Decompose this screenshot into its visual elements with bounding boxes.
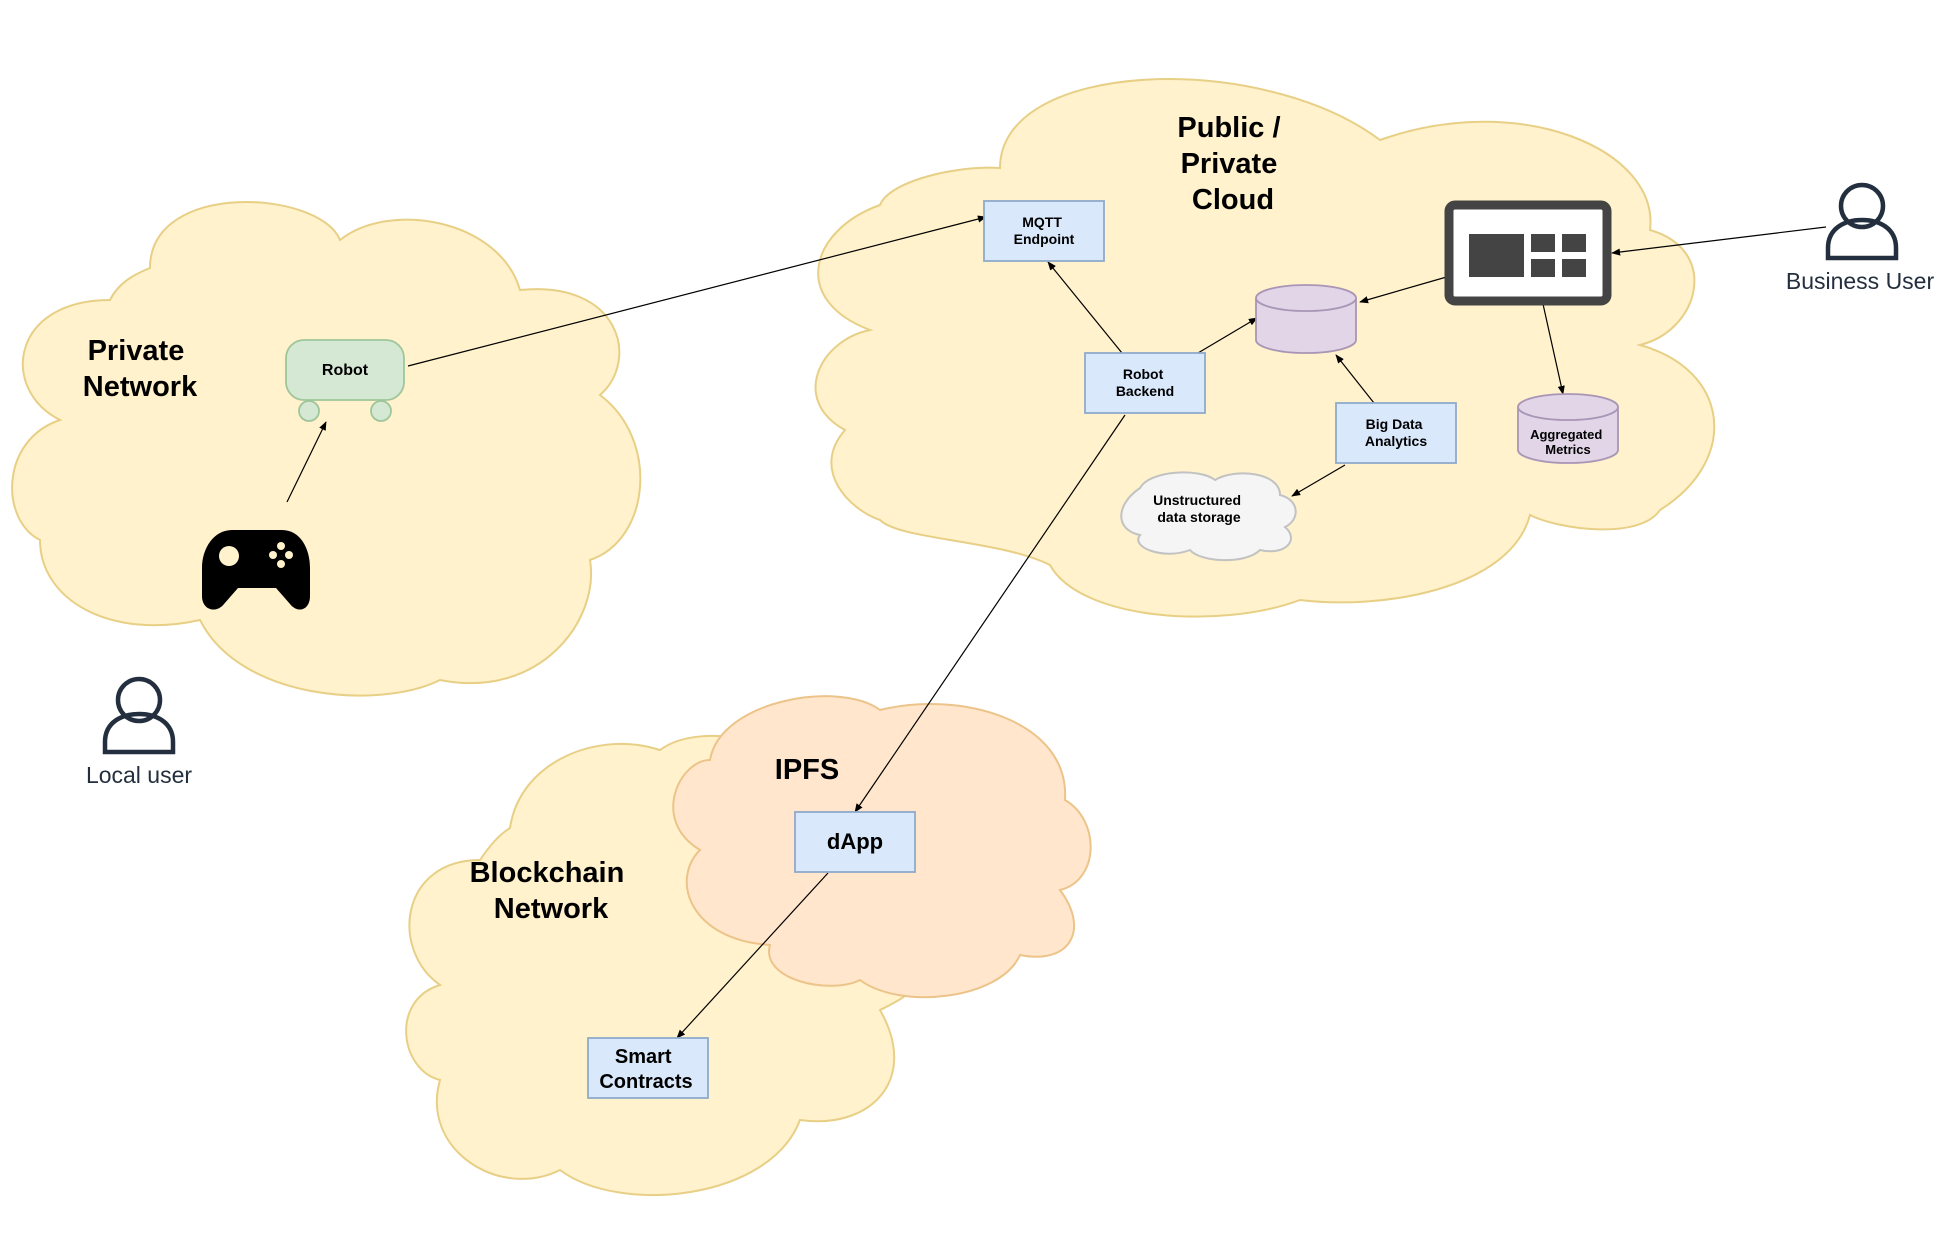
edge-bigdata-database <box>1335 354 1375 404</box>
dashboard-icon[interactable] <box>1444 200 1612 306</box>
aggregated-metrics-node[interactable]: Aggregated Metrics <box>1517 393 1619 464</box>
robot-label: Robot <box>322 362 369 379</box>
gamepad-icon <box>202 530 310 610</box>
robot-backend-node[interactable]: Robot Backend <box>1084 352 1206 414</box>
edge-businessuser-dashboard <box>1611 226 1827 256</box>
ipfs-title: IPFS <box>775 754 839 786</box>
business-user-actor: Business User <box>1786 182 1935 294</box>
big-data-analytics-node[interactable]: Big Data Analytics <box>1335 402 1457 464</box>
unstructured-storage-cloud: Unstructured data storage <box>1120 471 1297 562</box>
mqtt-endpoint-node[interactable]: MQTT Endpoint <box>983 200 1105 262</box>
dapp-node[interactable]: dApp <box>794 811 916 873</box>
edge-dashboard-aggregated <box>1542 303 1565 395</box>
edge-backend-database <box>1197 317 1258 354</box>
robot-backend-label: Robot Backend <box>1116 366 1174 399</box>
edge-gamepad-robot <box>286 421 327 503</box>
local-user-label: Local user <box>86 762 192 788</box>
edge-robot-mqtt <box>407 215 987 367</box>
unstructured-storage-label: Unstructured data storage <box>1153 492 1245 525</box>
dapp-label: dApp <box>827 829 883 854</box>
local-user-actor: Local user <box>86 676 192 788</box>
smart-contracts-node[interactable]: Smart Contracts <box>587 1037 709 1099</box>
private-network-title: Private Network <box>83 335 198 403</box>
robot-node[interactable]: Robot <box>285 339 405 422</box>
smart-contracts-label: Smart Contracts <box>599 1046 692 1093</box>
user-icon <box>102 676 176 755</box>
business-user-label: Business User <box>1786 268 1935 294</box>
edge-bigdata-unstructured <box>1291 464 1346 497</box>
edge-dapp-smartcontracts <box>676 872 829 1039</box>
edge-backend-dapp <box>854 414 1126 813</box>
private-network-cloud: Private Network <box>11 201 642 697</box>
user-icon <box>1825 182 1899 261</box>
aggregated-metrics-label: Aggregated Metrics <box>1530 427 1606 457</box>
mqtt-endpoint-label: MQTT Endpoint <box>1014 214 1075 247</box>
edge-backend-mqtt <box>1047 261 1123 354</box>
database-icon[interactable] <box>1255 284 1357 354</box>
blockchain-title: Blockchain Network <box>470 857 633 925</box>
big-data-analytics-label: Big Data Analytics <box>1365 416 1427 449</box>
connections <box>286 215 1827 1039</box>
edge-dashboard-database <box>1359 275 1451 304</box>
cloud-title: Public / Private Cloud <box>1177 112 1288 216</box>
